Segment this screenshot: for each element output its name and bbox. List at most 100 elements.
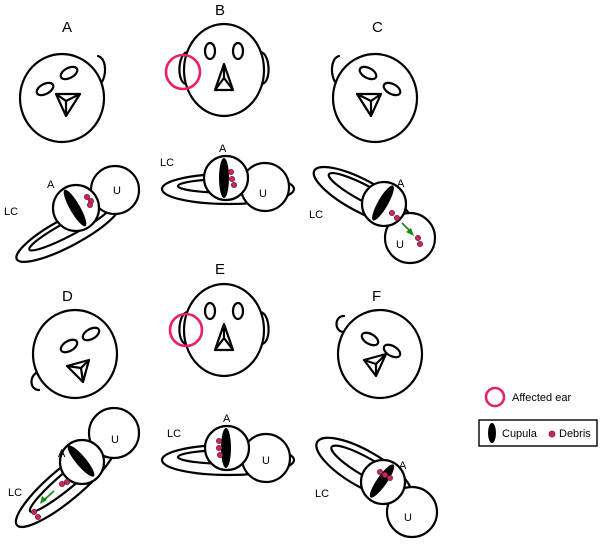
panel-letter-f: F — [372, 288, 381, 305]
head-b-eye-left — [203, 41, 217, 61]
canal-e-label-lc: LC — [167, 428, 181, 440]
arrow-head — [406, 228, 414, 236]
debris-particle — [228, 175, 235, 182]
debris-particle — [215, 444, 222, 451]
panel-letter-d: D — [62, 288, 73, 305]
canal-d-label-a: A — [58, 448, 66, 460]
debris-particle — [416, 240, 423, 247]
canal-c-utricle — [383, 211, 437, 265]
canal-c — [312, 165, 437, 265]
arrow-head — [40, 496, 47, 504]
debris-particle — [393, 214, 400, 221]
legend-cupula-label: Cupula — [502, 428, 538, 440]
debris-particle — [87, 201, 94, 208]
head-e-eye-left — [203, 301, 217, 321]
debris-particle — [381, 471, 388, 478]
debris-particle — [30, 508, 37, 515]
head-b-eye-right — [231, 41, 245, 61]
debris-particle — [215, 437, 222, 444]
legend-affected-ear-icon — [484, 386, 506, 408]
canal-b — [160, 154, 296, 213]
canal-d-movement-arrow — [40, 490, 55, 504]
affected-ear-marker-e — [168, 312, 204, 348]
head-a-eye-left — [35, 81, 55, 97]
head-d-eye-right — [81, 326, 101, 342]
canal-c-debris — [388, 209, 423, 247]
canal-e-debris — [215, 437, 223, 458]
canal-f-cupula — [369, 464, 395, 498]
head-f-ear — [335, 314, 346, 334]
legend: Affected ear Cupula Debris — [478, 386, 598, 447]
canal-f-label-lc: LC — [315, 488, 329, 500]
canal-b-cupula — [219, 158, 229, 198]
canal-e-cupula — [221, 428, 231, 468]
head-c-eye-right — [382, 81, 402, 97]
canal-c-label-lc: LC — [309, 209, 323, 221]
canal-b-utricle — [239, 161, 291, 213]
debris-particle — [414, 234, 421, 241]
panel-letter-a: A — [62, 19, 72, 36]
head-d-eye-left — [59, 338, 79, 354]
head-c-nose — [355, 92, 383, 118]
canal-d — [14, 406, 141, 529]
head-e — [178, 282, 270, 378]
head-c — [330, 52, 419, 144]
legend-debris-icon — [548, 430, 556, 438]
canal-e — [160, 424, 296, 484]
debris-particle — [59, 480, 66, 487]
head-d-face — [31, 308, 119, 400]
canal-d-cupula — [67, 445, 95, 477]
legend-box — [478, 419, 598, 447]
canal-e-label-u: U — [262, 455, 270, 467]
canal-a — [15, 164, 141, 264]
canal-c-movement-arrow — [401, 222, 414, 236]
canal-f — [315, 436, 439, 539]
head-e-nose — [213, 322, 235, 352]
panel-letter-e: E — [215, 261, 225, 278]
canal-b-label-u: U — [259, 188, 267, 200]
head-b — [178, 22, 270, 118]
canal-f-label-a: A — [399, 460, 407, 472]
debris-particle — [388, 209, 395, 216]
head-f-eye-right — [382, 343, 402, 359]
debris-particle — [230, 181, 237, 188]
head-f-face — [336, 308, 424, 400]
head-f-eye-left — [360, 331, 380, 347]
canal-d-label-lc: LC — [8, 487, 22, 499]
head-b-nose — [213, 62, 235, 92]
panel-letter-c: C — [372, 19, 383, 36]
head-f-nose — [362, 352, 388, 378]
canal-c-label-a: A — [397, 178, 405, 190]
canal-c-cupula — [372, 185, 394, 221]
head-f — [335, 308, 424, 400]
canal-a-cupula — [63, 189, 87, 227]
debris-particle — [386, 474, 393, 481]
canal-d-utricle — [87, 406, 141, 460]
debris-particle — [216, 451, 223, 458]
canal-f-utricle — [385, 485, 439, 539]
canal-b-debris — [227, 168, 237, 188]
head-c-eye-left — [358, 65, 378, 81]
head-a-eye-right — [59, 65, 79, 81]
legend-affected-ear-label: Affected ear — [512, 392, 571, 404]
head-e-eye-right — [231, 301, 245, 321]
canal-d-debris — [30, 478, 71, 521]
debris-particle — [35, 514, 42, 521]
legend-cupula-icon — [488, 423, 496, 443]
canal-a-label-u: U — [113, 185, 121, 197]
canal-f-label-u: U — [404, 512, 412, 524]
affected-ear-marker-b — [164, 53, 202, 91]
canal-b-label-lc: LC — [160, 157, 174, 169]
canal-a-label-lc: LC — [4, 206, 18, 218]
canal-a-debris — [84, 193, 95, 208]
debris-particle — [376, 468, 383, 475]
debris-particle — [84, 193, 91, 200]
canal-e-label-a: A — [223, 413, 231, 425]
legend-debris-label: Debris — [559, 428, 591, 440]
debris-particle — [227, 168, 234, 175]
head-a-nose — [54, 92, 82, 118]
debris-particle — [64, 478, 71, 485]
canal-a-label-a: A — [47, 179, 55, 191]
